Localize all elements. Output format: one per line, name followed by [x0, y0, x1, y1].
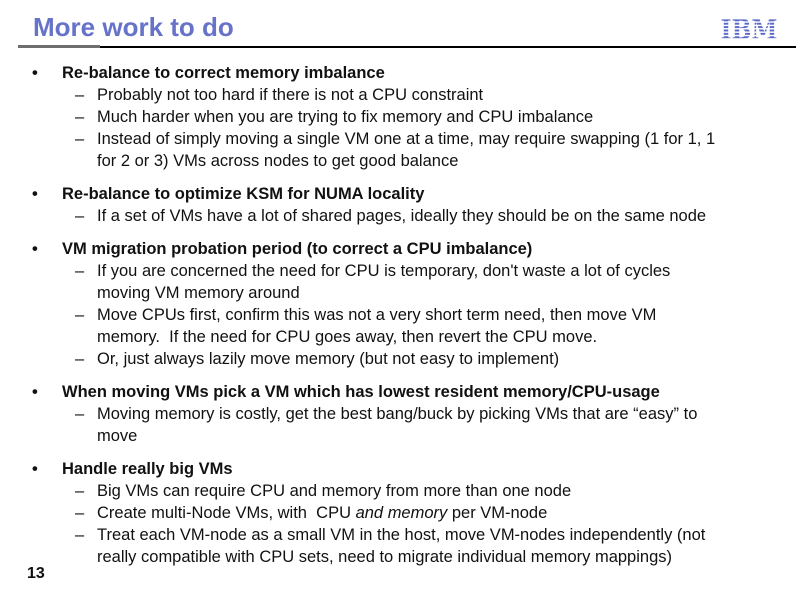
bullet-text: Treat each VM-node as a small VM in the … [97, 526, 706, 566]
section-heading-row: • Re-balance to correct memory imbalance [0, 62, 800, 84]
italic-text-run: and memory [355, 504, 448, 522]
title-rule-black-segment [100, 46, 796, 48]
bullet-text: If a set of VMs have a lot of shared pag… [97, 207, 707, 225]
bullet-text: Moving memory is costly, get the best ba… [97, 405, 698, 445]
bullet-item-row: –Treat each VM-node as a small VM in the… [0, 524, 800, 568]
bullet-section: • Re-balance to optimize KSM for NUMA loc… [0, 183, 800, 227]
slide-title: More work to do [33, 12, 234, 42]
bullet-icon: • [32, 64, 38, 82]
dash-icon: – [75, 526, 85, 544]
bullet-icon: • [32, 185, 38, 203]
bullet-item-row: –Big VMs can require CPU and memory from… [0, 480, 800, 502]
bullet-icon: • [32, 240, 38, 258]
bullet-item-row: –Move CPUs first, confirm this was not a… [0, 304, 800, 348]
bullet-item-row: –Create multi-Node VMs, with CPU and mem… [0, 502, 800, 524]
ibm-logo: IBM [719, 15, 779, 46]
section-heading-row: • Handle really big VMs [0, 458, 800, 480]
bullet-text: Move CPUs first, confirm this was not a … [97, 306, 657, 346]
section-title: Re-balance to optimize KSM for NUMA loca… [62, 185, 425, 203]
dash-icon: – [75, 207, 85, 225]
bullet-icon: • [32, 383, 38, 401]
bullet-item-row: –Probably not too hard if there is not a… [0, 84, 800, 106]
bullet-text: Big VMs can require CPU and memory from … [97, 482, 572, 500]
bullet-section: • VM migration probation period (to corre… [0, 238, 800, 370]
ibm-logo-text: IBM [721, 16, 778, 43]
dash-icon: – [75, 306, 85, 324]
text-run: per VM-node [447, 504, 548, 522]
ibm-logo-glyph: IBM [721, 15, 778, 46]
section-heading-row: • Re-balance to optimize KSM for NUMA loc… [0, 183, 800, 205]
section-title: Re-balance to correct memory imbalance [62, 64, 385, 82]
dash-icon: – [75, 130, 85, 148]
page-number: 13 [27, 565, 45, 582]
bullet-list: • Re-balance to correct memory imbalance –… [0, 62, 800, 579]
dash-icon: – [75, 86, 85, 104]
section-title: VM migration probation period (to correc… [62, 240, 533, 258]
bullet-item-row: –If you are concerned the need for CPU i… [0, 260, 800, 304]
bullet-section: • Re-balance to correct memory imbalance –… [0, 62, 800, 172]
dash-icon: – [75, 262, 85, 280]
title-rule-gray-segment [18, 45, 100, 48]
bullet-icon: • [32, 460, 38, 478]
bullet-item-row: –Instead of simply moving a single VM on… [0, 128, 800, 172]
dash-icon: – [75, 504, 85, 522]
dash-icon: – [75, 405, 85, 423]
bullet-item-row: –Much harder when you are trying to fix … [0, 106, 800, 128]
text-run: Create multi-Node VMs, with CPU [97, 504, 356, 522]
bullet-text: Create multi-Node VMs, with CPU and memo… [97, 502, 788, 524]
bullet-item-row: –Or, just always lazily move memory (but… [0, 348, 800, 370]
bullet-text: If you are concerned the need for CPU is… [97, 262, 671, 302]
bullet-item-row: –Moving memory is costly, get the best b… [0, 403, 800, 447]
bullet-text: Probably not too hard if there is not a … [97, 86, 484, 104]
bullet-text: Or, just always lazily move memory (but … [97, 350, 560, 368]
section-heading-row: • VM migration probation period (to corre… [0, 238, 800, 260]
dash-icon: – [75, 350, 85, 368]
section-heading-row: • When moving VMs pick a VM which has low… [0, 381, 800, 403]
section-title: Handle really big VMs [62, 460, 233, 478]
dash-icon: – [75, 108, 85, 126]
dash-icon: – [75, 482, 85, 500]
bullet-text: Much harder when you are trying to fix m… [97, 108, 594, 126]
bullet-section: • When moving VMs pick a VM which has low… [0, 381, 800, 447]
section-title: When moving VMs pick a VM which has lowe… [62, 383, 660, 401]
bullet-text: Instead of simply moving a single VM one… [97, 130, 716, 170]
bullet-item-row: –If a set of VMs have a lot of shared pa… [0, 205, 800, 227]
bullet-section: •Handle really big VMs–Big VMs can requi… [0, 458, 800, 568]
